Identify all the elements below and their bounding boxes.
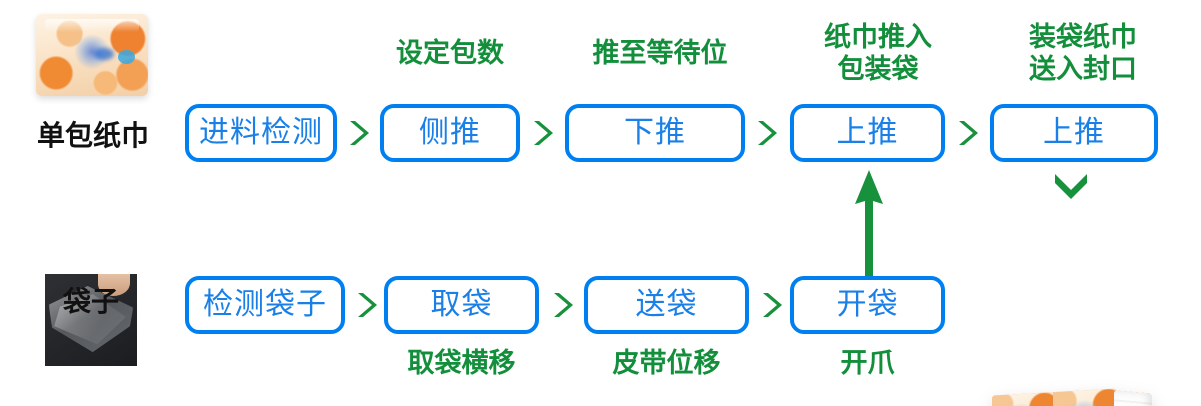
row-caption-tissue: 单包纸巾 — [36, 120, 149, 151]
step-box-take-bag[interactable]: 取袋 — [384, 276, 539, 334]
bundled-tissue-packs-photo — [992, 388, 1152, 406]
step-box-up-push-into-bag[interactable]: 上推 — [790, 104, 945, 162]
step-box-feed-bag[interactable]: 送袋 — [584, 276, 749, 334]
bundle-side-face — [1113, 390, 1152, 406]
chevron-down-icon — [1053, 172, 1089, 200]
chevron-right-icon — [344, 118, 374, 148]
chevron-right-icon — [953, 118, 983, 148]
step-note-open-claw: 开爪 — [840, 348, 895, 378]
step-box-detect-bag[interactable]: 检测袋子 — [185, 276, 345, 334]
step-note-bag-lateral-move: 取袋横移 — [407, 348, 516, 378]
step-box-down-push[interactable]: 下推 — [565, 104, 745, 162]
step-box-side-push[interactable]: 侧推 — [380, 104, 520, 162]
step-box-up-push-to-seal[interactable]: 上推 — [990, 104, 1158, 162]
chevron-right-icon — [548, 290, 578, 320]
step-note-push-tissue-into-bag: 纸巾推入 包装袋 — [824, 22, 932, 84]
chevron-right-icon — [757, 290, 787, 320]
row-caption-bag: 袋子 — [62, 286, 119, 317]
bundle-pack-cell — [992, 392, 1054, 406]
bundle-front-face — [992, 388, 1117, 406]
step-note-send-bagged-tissue-to-seal: 装袋纸巾 送入封口 — [1029, 22, 1137, 84]
plastic-bag-photo — [45, 274, 137, 366]
step-box-feed-inspection[interactable]: 进料检测 — [185, 104, 337, 162]
step-note-push-to-wait-position: 推至等待位 — [592, 38, 728, 68]
step-box-open-bag[interactable]: 开袋 — [790, 276, 945, 334]
pack-graphic-badge — [117, 50, 135, 65]
bundle-pack-cell — [1055, 388, 1117, 406]
step-note-set-pack-count: 设定包数 — [396, 38, 504, 68]
single-tissue-pack-photo — [36, 14, 148, 96]
pack-graphic-dot — [94, 48, 115, 60]
vertical-up-arrow-icon — [849, 170, 889, 276]
chevron-right-icon — [528, 118, 558, 148]
chevron-right-icon — [352, 290, 382, 320]
step-note-belt-displacement: 皮带位移 — [612, 348, 721, 378]
chevron-right-icon — [752, 118, 782, 148]
bag-photo-hand — [98, 274, 130, 297]
